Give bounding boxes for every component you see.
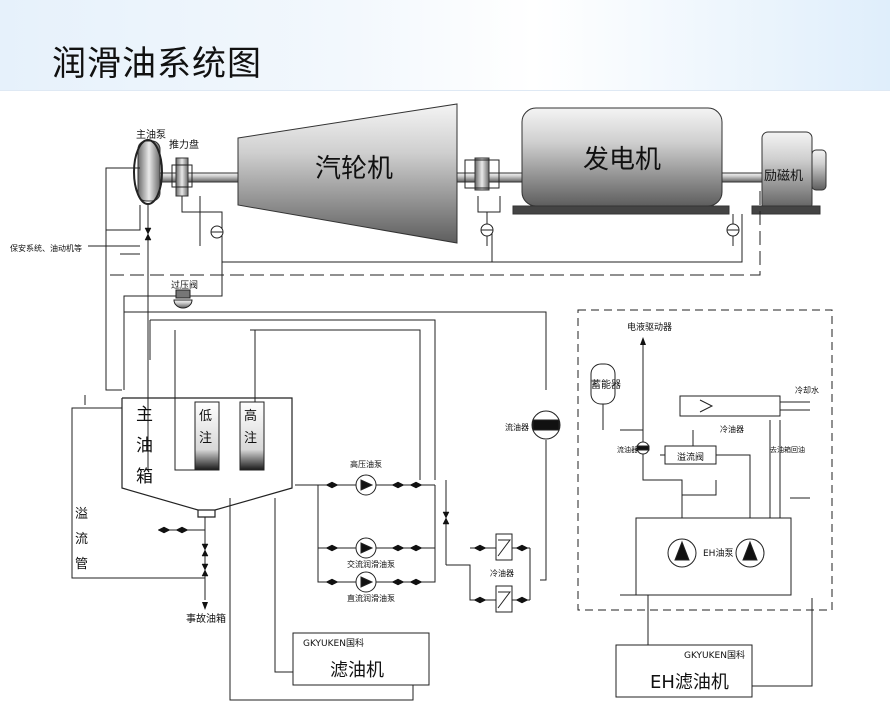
- main-tank-label-3: 箱: [136, 467, 153, 487]
- oil-coolers: [495, 533, 513, 613]
- eh-filter-name: EH滤油机: [650, 672, 729, 693]
- header-divider: [0, 90, 890, 91]
- generator-base: [512, 205, 730, 215]
- ac-lube-pump-label: 交流润滑油泵: [347, 559, 395, 569]
- eh-flow-meter: [636, 441, 650, 455]
- relief-valve-label: 溢流阀: [677, 451, 704, 463]
- bearing-sight-glasses: [210, 223, 740, 239]
- overpressure-valve: [173, 289, 193, 309]
- high-injector: [239, 401, 265, 471]
- lube-pumps: [355, 474, 377, 593]
- overflow-pipe-label-1: 溢: [75, 507, 88, 522]
- valves: [144, 227, 529, 604]
- eh-oil-tank: [635, 517, 792, 596]
- oil-flow-meter: [531, 410, 561, 440]
- cooler-label: 冷油器: [490, 568, 514, 578]
- main-tank-label-2: 油: [136, 436, 153, 456]
- main-oil-tank: [121, 397, 293, 518]
- oil-filter-brand: GKYUKEN国科: [303, 637, 364, 649]
- eh-pumps: [667, 538, 765, 568]
- turbine-label: 汽轮机: [315, 154, 393, 184]
- accumulator-label-1: 蓄能器: [591, 378, 621, 391]
- thrust-disc: [175, 157, 189, 197]
- eh-filter-return-pipe: [752, 598, 813, 687]
- coupling: [474, 157, 490, 191]
- thrust-bearing-box: [171, 164, 193, 188]
- eh-flow-meter-label: 流油器: [617, 445, 638, 454]
- eh-filter-brand: GKYUKEN国科: [684, 649, 745, 661]
- overflow-pipe-label-2: 流: [75, 532, 88, 547]
- header-banner: [0, 0, 890, 90]
- accumulator: [590, 363, 616, 405]
- coupling-box: [464, 159, 500, 189]
- main-oil-pump-housing: [133, 139, 163, 205]
- eh-cooler: [679, 395, 781, 417]
- thrust-bearing-label: 推力盘: [169, 138, 199, 151]
- low-injector: [194, 401, 220, 471]
- dc-lube-pump-label: 直流润滑油泵: [347, 593, 395, 603]
- oil-flow-meter-label: 流油器: [505, 422, 529, 432]
- hp-oil-pump-label: 高压油泵: [350, 459, 382, 469]
- low-injector-label-2: 注: [199, 431, 212, 446]
- emergency-arrow: [202, 602, 208, 610]
- machinery: [133, 103, 827, 244]
- overpressure-valve-label: 过压阀: [171, 279, 198, 291]
- eh-cooler-coil: [699, 399, 714, 413]
- servo-arrow: [640, 337, 646, 345]
- oil-pipes: [71, 167, 761, 701]
- eh-pipes: [602, 340, 810, 645]
- high-injector-label-2: 注: [244, 431, 257, 446]
- oil-filter-box: [292, 632, 430, 686]
- generator-label: 发电机: [583, 145, 661, 175]
- eh-return-label: 去油箱回油: [770, 445, 805, 454]
- relief-valve: [664, 445, 717, 465]
- cooling-water-label: 冷却水: [795, 385, 819, 395]
- low-injector-label-1: 低: [199, 409, 212, 424]
- servo-label: 电液驱动器: [627, 321, 672, 333]
- oil-filter-name: 滤油机: [330, 660, 384, 681]
- turbine-body: [237, 103, 458, 244]
- high-injector-label-1: 高: [244, 408, 257, 424]
- exciter-end: [811, 149, 827, 191]
- main-oil-pump: [137, 140, 161, 202]
- exciter-base: [751, 205, 821, 215]
- overflow-pipe-label-3: 管: [75, 557, 88, 572]
- exciter-label: 励磁机: [764, 169, 803, 184]
- protection-system-label: 保安系统、油动机等: [10, 243, 82, 253]
- page-title: 润滑油系统图: [52, 44, 262, 84]
- eh-cooler-label: 冷油器: [720, 424, 744, 434]
- eh-pump-label: EH油泵: [703, 547, 733, 559]
- eh-system-boundary: [577, 309, 833, 611]
- emergency-tank-label: 事故油箱: [186, 612, 226, 625]
- main-tank-label-1: 主: [136, 405, 153, 425]
- eh-filter-box: [615, 644, 753, 698]
- main-oil-pump-label: 主油泵: [136, 128, 166, 141]
